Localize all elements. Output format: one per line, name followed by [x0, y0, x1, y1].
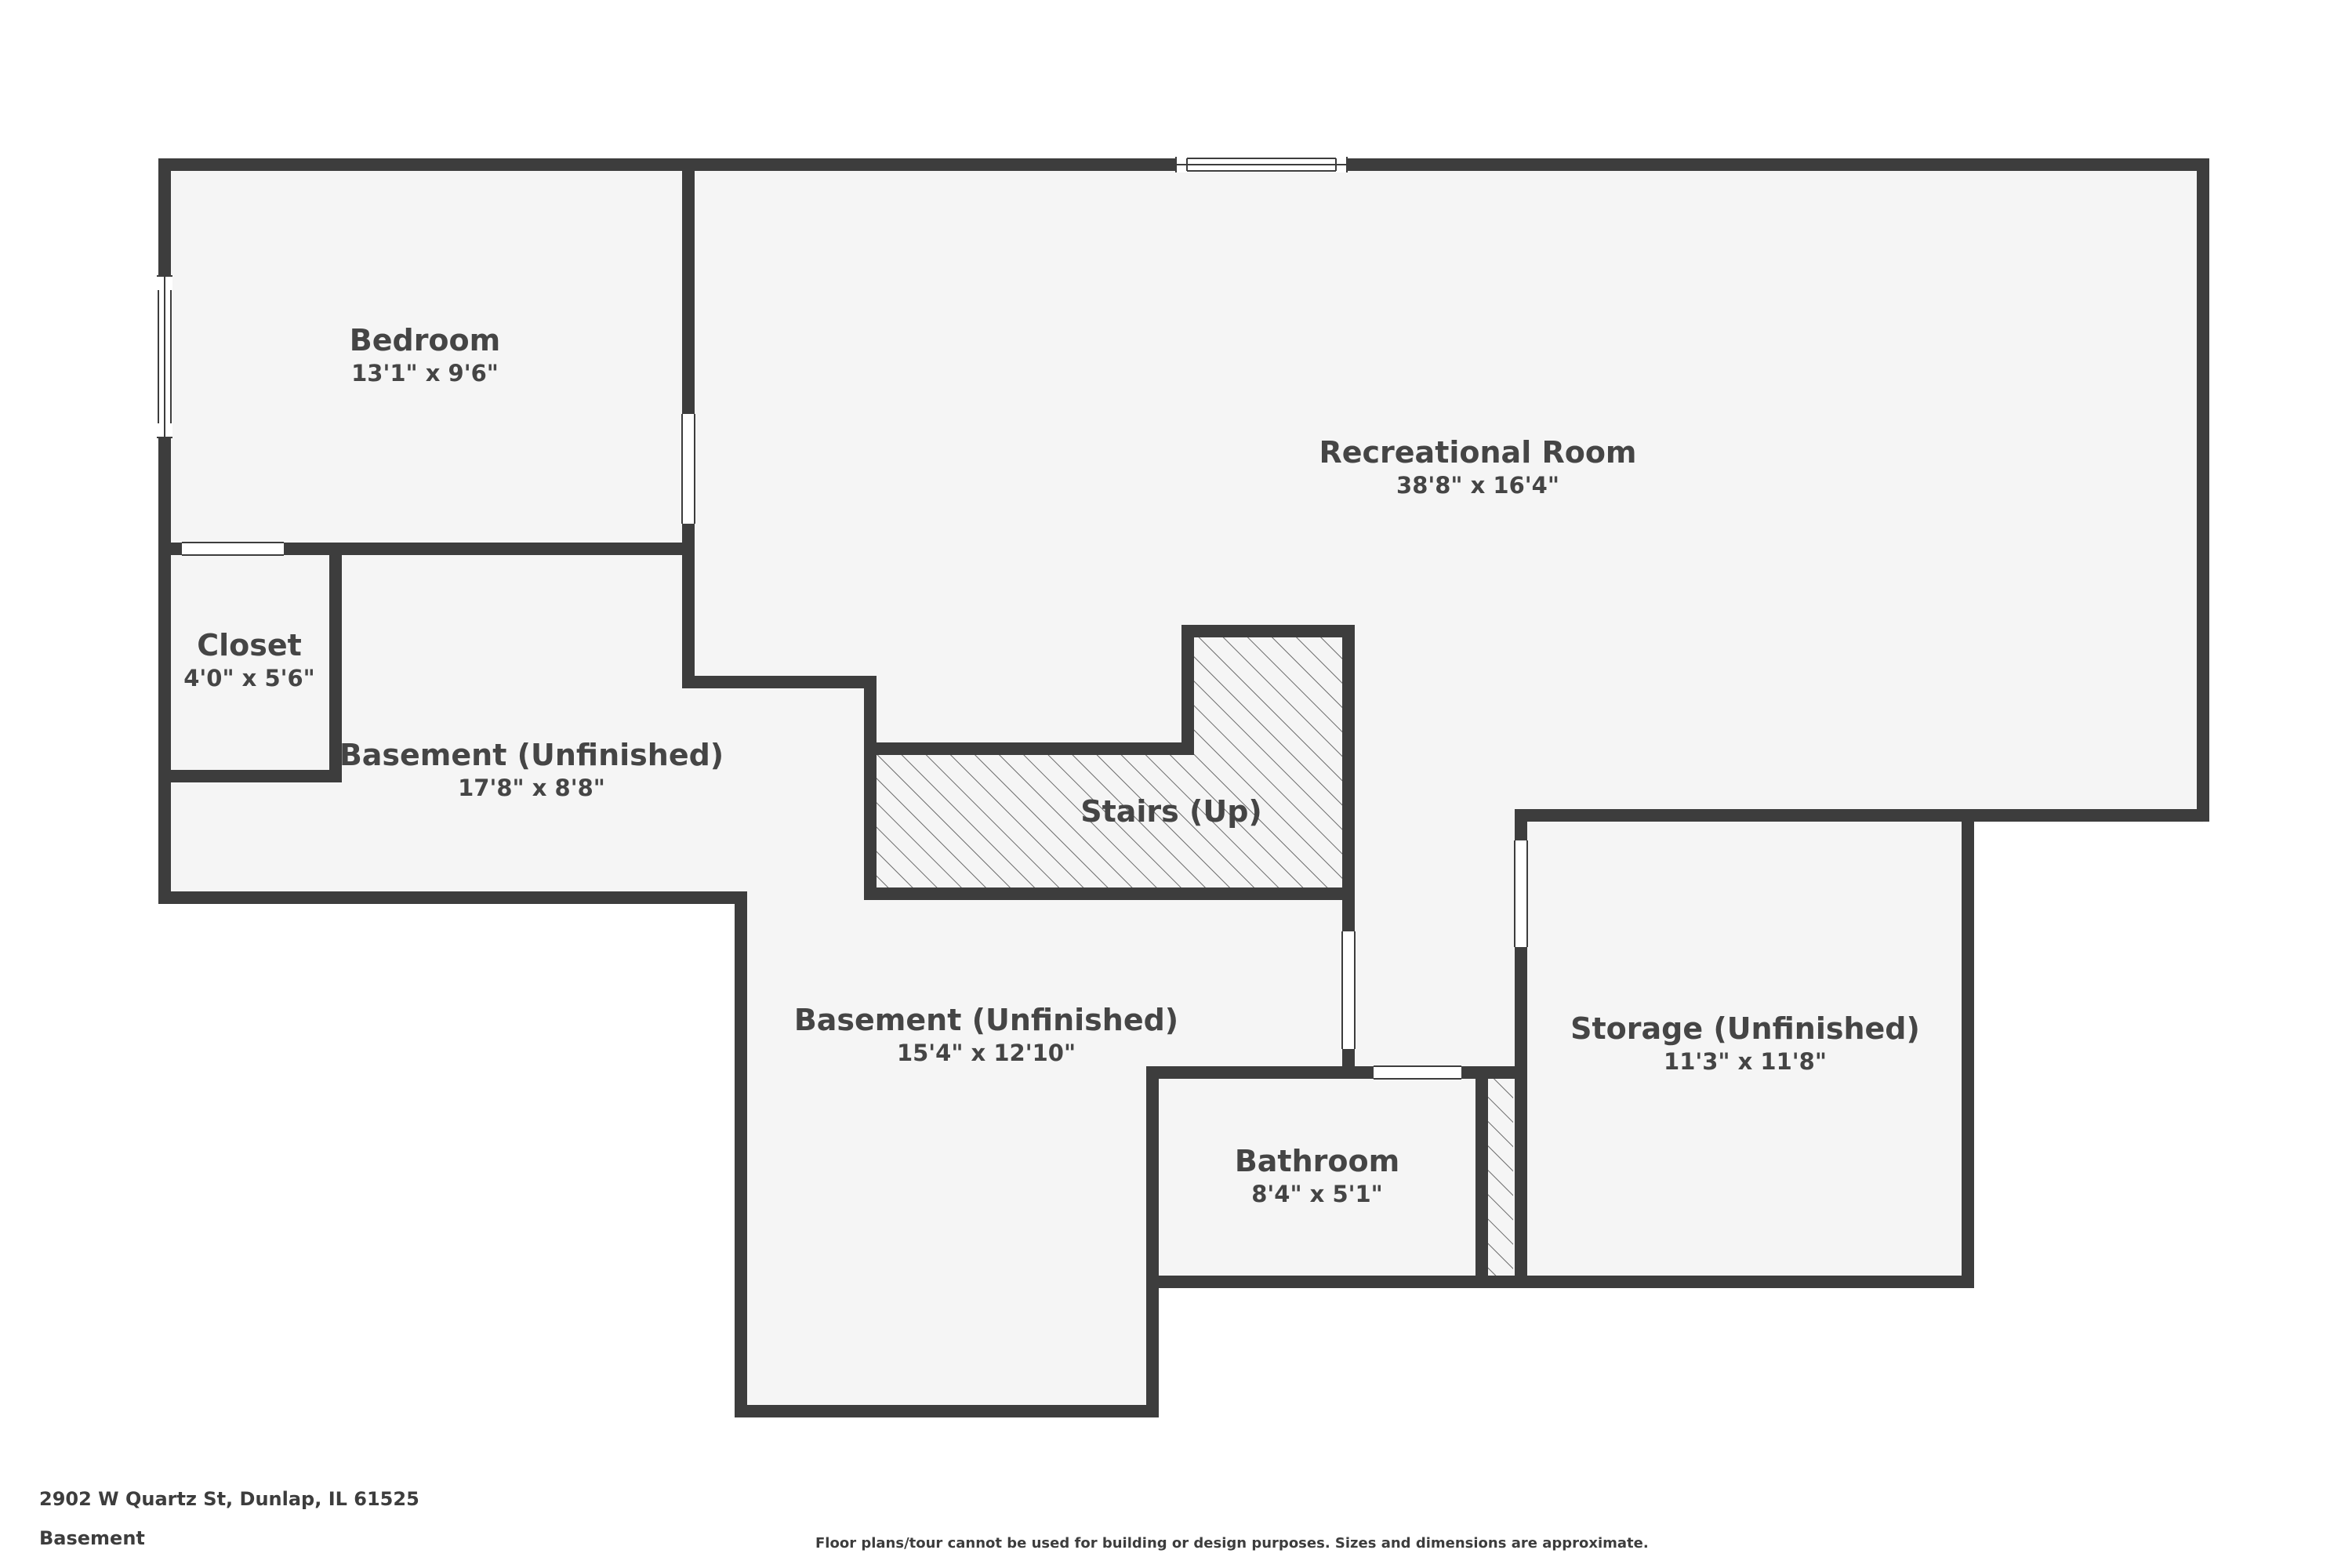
- room-bathroom: Bathroom 8'4" x 5'1": [1235, 1144, 1399, 1207]
- room-name: Bathroom: [1235, 1144, 1399, 1178]
- room-dimensions: 8'4" x 5'1": [1251, 1181, 1383, 1207]
- room-bedroom: Bedroom 13'1" x 9'6": [350, 323, 501, 387]
- room-dimensions: 4'0" x 5'6": [183, 665, 315, 691]
- room-basement-south: Basement (Unfinished) 15'4" x 12'10": [794, 1003, 1178, 1066]
- room-dimensions: 13'1" x 9'6": [351, 360, 499, 387]
- room-name: Storage (Unfinished): [1570, 1011, 1920, 1046]
- room-basement-west: Basement (Unfinished) 17'8" x 8'8": [339, 738, 724, 801]
- door-bedroom-rec: [682, 414, 695, 524]
- property-address: 2902 W Quartz St, Dunlap, IL 61525: [39, 1488, 419, 1510]
- room-name: Closet: [197, 628, 302, 662]
- room-name: Recreational Room: [1319, 435, 1636, 470]
- openings: [157, 157, 1528, 1080]
- room-name: Basement (Unfinished): [794, 1003, 1178, 1037]
- room-dimensions: 38'8" x 16'4": [1396, 472, 1559, 499]
- room-dimensions: 17'8" x 8'8": [458, 775, 605, 801]
- door-storage: [1515, 840, 1527, 947]
- room-name: Bedroom: [350, 323, 501, 358]
- room-recreational-room: Recreational Room 38'8" x 16'4": [1319, 435, 1636, 499]
- room-closet: Closet 4'0" x 5'6": [183, 628, 315, 691]
- disclaimer-text: Floor plans/tour cannot be used for buil…: [815, 1535, 1649, 1552]
- room-dimensions: 11'3" x 11'8": [1664, 1048, 1827, 1075]
- stairs-area: [870, 631, 1348, 894]
- room-name: Basement (Unfinished): [339, 738, 724, 772]
- floor-level-label: Basement: [39, 1527, 145, 1549]
- chase-area: [1488, 1078, 1513, 1278]
- door-corridor: [1342, 931, 1355, 1049]
- door-closet: [182, 543, 284, 555]
- room-dimensions: 15'4" x 12'10": [897, 1040, 1076, 1066]
- room-name: Stairs (Up): [1080, 794, 1262, 829]
- room-storage: Storage (Unfinished) 11'3" x 11'8": [1570, 1011, 1920, 1075]
- door-bathroom: [1374, 1066, 1461, 1079]
- room-stairs: Stairs (Up): [1080, 794, 1262, 829]
